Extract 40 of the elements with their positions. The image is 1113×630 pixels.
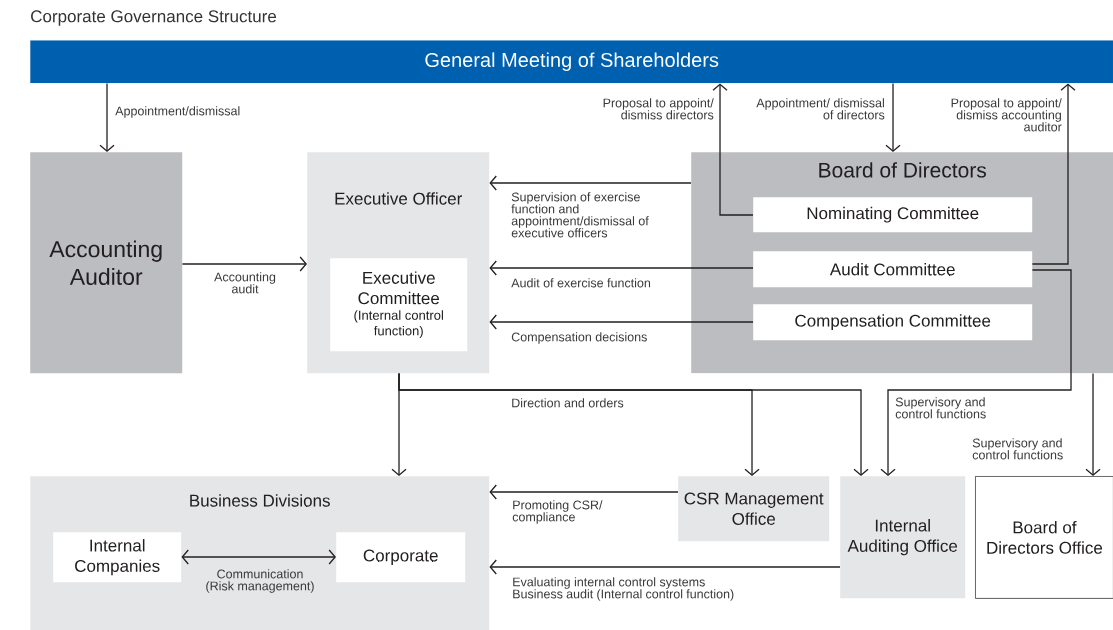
arrow (489, 484, 679, 500)
banner: General Meeting of Shareholders (30, 40, 1113, 84)
arrow (489, 314, 754, 330)
arrow (1031, 83, 1076, 265)
edge-label: Promoting CSR/ compliance (512, 500, 603, 524)
committee-box: Compensation Committee (753, 304, 1033, 341)
edge-label: Supervisory and control functions (972, 438, 1063, 460)
unit-box: Corporate (336, 532, 466, 583)
edge-label: Audit of exercise function (511, 278, 651, 288)
arrow (489, 559, 841, 575)
unit-box: Internal Companies (53, 532, 182, 583)
committee-box: Nominating Committee (753, 197, 1033, 233)
edge-label: Supervisory and control functions (895, 397, 986, 419)
arrow (181, 256, 307, 272)
edge-label: Proposal to appoint/ dismiss accounting auditor (951, 98, 1062, 132)
edge-label: Accounting audit (214, 272, 276, 294)
committee-box: Executive Committee (Internal control function) (330, 258, 468, 352)
edge-label: Appointment/dismissal (115, 106, 240, 118)
arrow (181, 549, 336, 565)
edge-label: Evaluating internal control systems Business audit (Internal control function) (513, 577, 734, 601)
arrow (712, 83, 754, 216)
edge-label: Supervision of exercise function and appointment/dismissal of executive officers (511, 192, 649, 238)
arrow (489, 260, 754, 276)
arrow (489, 175, 692, 191)
arrow (880, 269, 1072, 476)
edge-label: Appointment/ dismissal of directors (756, 98, 885, 120)
edge-label: Direction and orders (512, 398, 624, 408)
arrow (398, 372, 869, 476)
arrow (99, 82, 115, 152)
edge-label: Compensation decisions (511, 332, 647, 344)
office-box: CSR Management Office (678, 476, 830, 542)
edge-label: Communication (Risk management) (206, 569, 314, 593)
office-box: Board of Directors Office (975, 476, 1113, 599)
arrow (1085, 372, 1101, 476)
organ-box: Accounting Auditor (30, 152, 183, 374)
committee-box: Audit Committee (753, 251, 1033, 288)
edge-label: Proposal to appoint/ dismiss directors (603, 98, 714, 120)
office-box: Internal Auditing Office (840, 476, 966, 599)
arrow (885, 82, 901, 152)
title: Corporate Governance Structure (31, 10, 277, 26)
